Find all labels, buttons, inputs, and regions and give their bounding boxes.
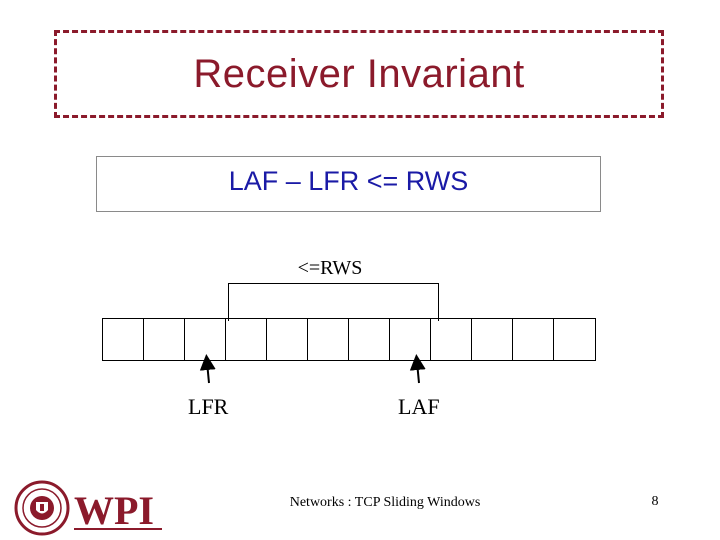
logo-wordmark: WPI xyxy=(74,488,154,533)
frame-buffer xyxy=(102,318,596,361)
buffer-cell xyxy=(267,319,308,360)
laf-arrow-icon xyxy=(409,354,426,384)
buffer-cell xyxy=(513,319,554,360)
slide-title: Receiver Invariant xyxy=(193,51,525,96)
lfr-arrow-icon xyxy=(199,354,216,384)
page-number: 8 xyxy=(651,494,659,509)
title-box: Receiver Invariant xyxy=(54,30,664,118)
invariant-formula: LAF – LFR <= RWS xyxy=(228,165,469,196)
buffer-cell xyxy=(185,319,226,360)
buffer-cell xyxy=(144,319,185,360)
window-bracket xyxy=(228,283,439,321)
window-size-label: <=RWS xyxy=(297,257,363,279)
laf-label: LAF xyxy=(398,394,440,419)
buffer-cell xyxy=(431,319,472,360)
formula-box: LAF – LFR <= RWS xyxy=(96,156,601,212)
buffer-cell xyxy=(390,319,431,360)
wpi-logo: WPI xyxy=(14,480,162,536)
buffer-cell xyxy=(308,319,349,360)
buffer-cell xyxy=(226,319,267,360)
buffer-cell xyxy=(349,319,390,360)
buffer-cell xyxy=(103,319,144,360)
wpi-seal-icon xyxy=(14,480,70,536)
buffer-cell xyxy=(472,319,513,360)
footer-title: Networks : TCP Sliding Windows xyxy=(289,495,481,510)
lfr-label: LFR xyxy=(188,394,229,419)
